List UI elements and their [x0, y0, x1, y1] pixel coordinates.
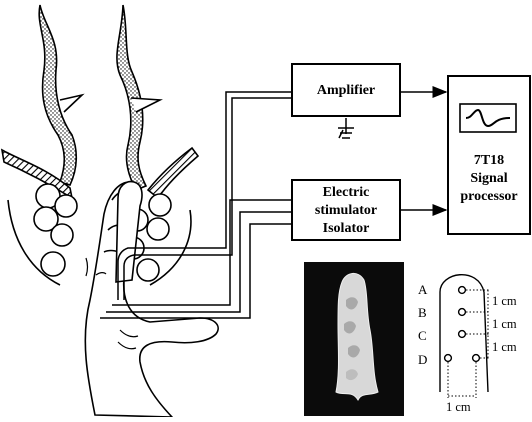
spacing-label-cd: 1 cm [492, 340, 517, 354]
left-circles [34, 184, 77, 276]
spacing-label-bc: 1 cm [492, 317, 517, 331]
electrode-schematic [440, 275, 490, 398]
processor-label-line1: 7T18 [474, 153, 504, 168]
processor-box: 7T18 Signal processor [448, 76, 530, 234]
left-pelvic-bone [39, 5, 76, 185]
hand [85, 182, 218, 417]
spacing-label-ab: 1 cm [492, 294, 517, 308]
anatomy-illustration [2, 5, 218, 417]
stimulator-box: Electric stimulator Isolator [292, 180, 400, 240]
electrode-row-a: A [418, 282, 428, 297]
electrode-row-b: B [418, 305, 427, 320]
width-label: 1 cm [446, 400, 471, 414]
right-muscle [148, 148, 198, 198]
processor-label-line2: Signal [470, 171, 507, 186]
amplifier-box: Amplifier [292, 64, 400, 116]
processor-label-line3: processor [460, 189, 517, 204]
electrode-photo [304, 262, 404, 416]
electrode-row-d: D [418, 352, 427, 367]
electrode-row-c: C [418, 328, 427, 343]
stimulator-label-line1: Electric [323, 185, 370, 200]
stimulator-label-line2: stimulator [315, 203, 377, 218]
ground-symbol [338, 118, 354, 138]
stimulator-label-line3: Isolator [323, 221, 370, 236]
amplifier-label: Amplifier [317, 83, 375, 98]
